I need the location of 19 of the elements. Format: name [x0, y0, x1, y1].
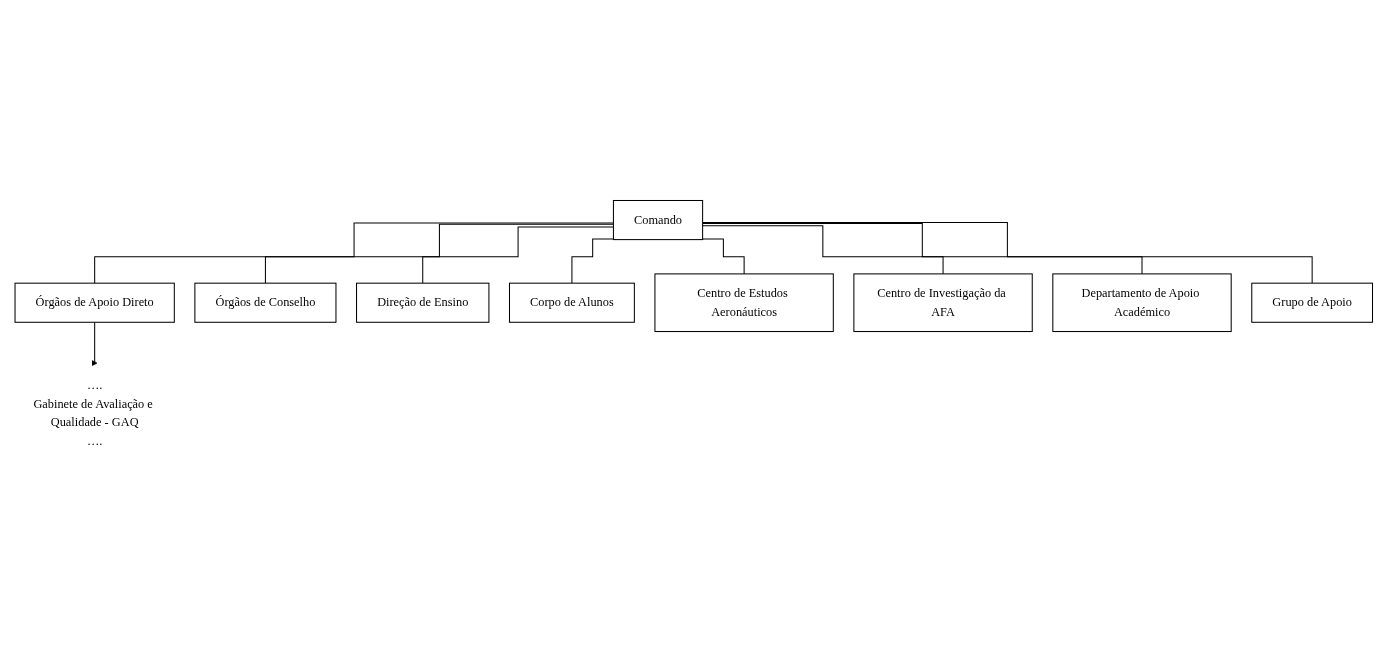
connector [702, 238, 745, 275]
connector [94, 222, 614, 284]
connector [571, 238, 614, 284]
connector [702, 222, 1313, 284]
arrow [91, 321, 98, 367]
connector [264, 223, 614, 284]
connector [702, 222, 1143, 275]
node-box [508, 282, 635, 323]
node-box [1052, 273, 1232, 333]
node-box [654, 273, 834, 333]
node-box [14, 282, 175, 323]
connector [702, 225, 944, 275]
node-box [194, 282, 337, 323]
node-box [612, 200, 704, 241]
node-box [853, 273, 1033, 333]
node-box [356, 282, 490, 323]
node-text: …. Gabinete de Avaliação e Qualidade - GAQ …. [33, 378, 153, 448]
node-box [1251, 282, 1374, 323]
connector [422, 226, 614, 284]
